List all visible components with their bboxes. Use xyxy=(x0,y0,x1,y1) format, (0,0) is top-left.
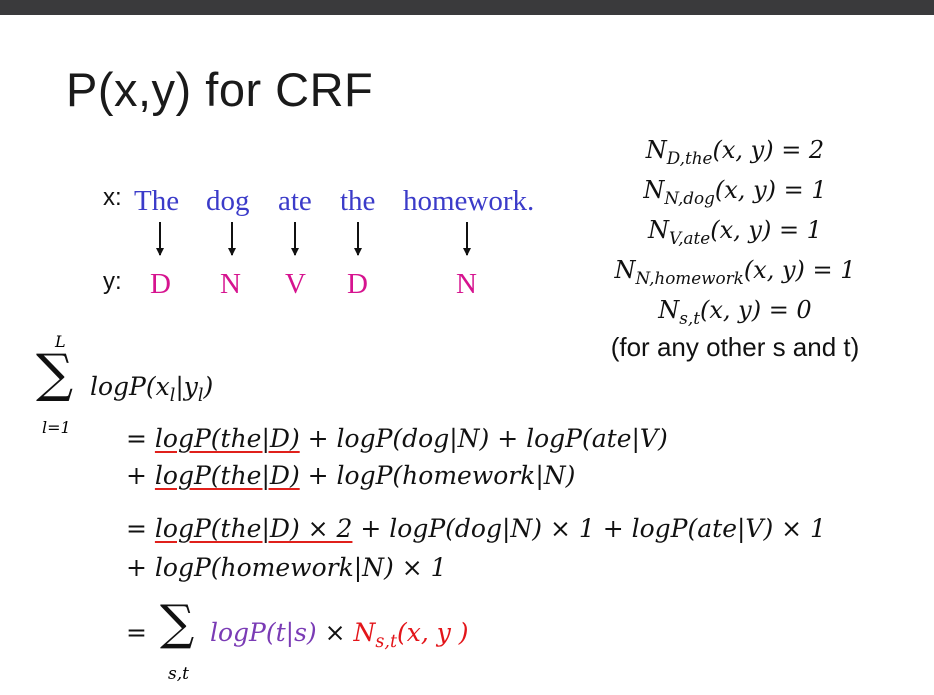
sum-lower-limit: l=1 xyxy=(42,418,71,437)
word-dog: dog xyxy=(206,185,250,217)
sum-upper-limit: L xyxy=(55,332,66,351)
expansion-line-3: = logP(the|D) × 2 + logP(dog|N) × 1 + lo… xyxy=(126,514,826,543)
sigma-symbol: ∑ xyxy=(36,344,74,404)
counts-block: ND,the(x, y) = 2 NN,dog(x, y) = 1 NV,ate… xyxy=(570,130,900,364)
final-sigma-symbol: ∑ xyxy=(160,595,195,651)
count-line-n-homework: NN,homework(x, y) = 1 xyxy=(614,256,856,288)
tag-1: D xyxy=(150,268,171,300)
count-line-v-ate: NV,ate(x, y) = 1 xyxy=(648,216,822,248)
sum-term: logP(xl|yl) xyxy=(90,372,214,406)
count-line-n-dog: NN,dog(x, y) = 1 xyxy=(643,176,827,208)
x-label: x: xyxy=(103,184,122,211)
word-the-2: the xyxy=(340,185,376,217)
count-note: (for any other s and t) xyxy=(610,332,860,362)
count-line-d-the: ND,the(x, y) = 2 xyxy=(645,136,825,168)
expansion-line-1: = logP(the|D) + logP(dog|N) + logP(ate|V… xyxy=(126,424,668,453)
top-bar xyxy=(0,0,934,15)
tag-4: D xyxy=(347,268,368,300)
slide-title: P(x,y) for CRF xyxy=(66,63,374,116)
count-line-s-t: Ns,t(x, y) = 0 xyxy=(658,296,812,328)
word-homework: homework. xyxy=(403,185,535,217)
final-sum-lower-limit: s,t xyxy=(168,664,189,684)
tag-5: N xyxy=(456,268,477,300)
tag-3: V xyxy=(285,268,306,300)
y-label: y: xyxy=(103,268,122,295)
expansion-line-2: + logP(the|D) + logP(homework|N) xyxy=(126,461,576,490)
word-the-1: The xyxy=(134,185,180,217)
word-ate: ate xyxy=(278,185,312,217)
tag-2: N xyxy=(220,268,241,300)
final-term: logP(t|s) × Ns,t(x, y ) xyxy=(210,618,469,652)
final-equals: = xyxy=(126,618,147,647)
expansion-line-4: + logP(homework|N) × 1 xyxy=(126,553,447,582)
